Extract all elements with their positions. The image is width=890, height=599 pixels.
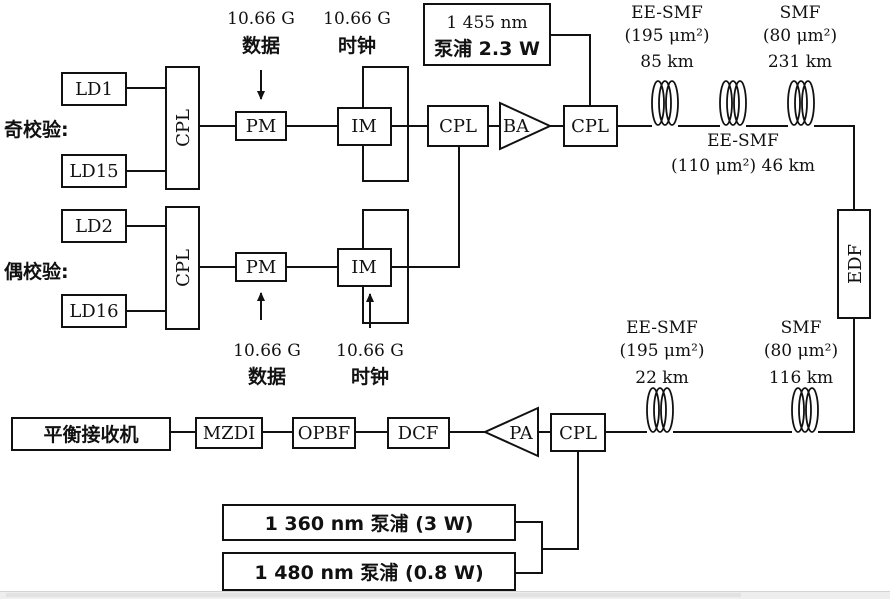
booster-label: BA (503, 116, 530, 137)
receiver-coupler: CPL (550, 413, 606, 452)
opbf-label: OPBF (298, 423, 351, 444)
odd-parity-label: 奇校验: (4, 118, 69, 141)
laser-ld1: LD1 (61, 72, 127, 106)
receiver-label: 平衡接收机 (43, 423, 138, 446)
pump-coupler: CPL (563, 105, 618, 147)
odd-phase-modulator: PM (235, 111, 287, 141)
laser-ld2-label: LD2 (75, 216, 113, 237)
span1-fiber1-name: EE-SMF (631, 3, 703, 23)
odd-coupler-label: CPL (173, 109, 194, 147)
mzdi-box: MZDI (195, 417, 263, 449)
odd-clock-rate: 10.66 G (323, 9, 391, 29)
span2-fiber2-length: 116 km (769, 368, 833, 388)
span2-fiber1-area: (195 μm²) (619, 341, 704, 361)
even-im-label: IM (351, 257, 377, 278)
dcf-box: DCF (387, 417, 450, 449)
receiver-chain: 平衡接收机 MZDI OPBF DCF PA CPL (11, 406, 606, 458)
even-clock-label: 时钟 (351, 365, 389, 388)
dcf-label: DCF (398, 423, 439, 444)
span2-fiber2-name: SMF (781, 318, 822, 338)
odd-data-label: 数据 (242, 34, 280, 57)
laser-ld16-label: LD16 (69, 301, 118, 322)
booster-amplifier: BA (499, 101, 553, 151)
laser-ld15: LD15 (61, 154, 127, 188)
even-clock-rate: 10.66 G (336, 341, 404, 361)
even-parity-group: 偶校验: LD2 LD16 CPL PM IM 10.66 G 数据 10.66… (4, 206, 404, 388)
span1: EE-SMF (195 μm²) 85 km SMF (80 μm²) 231 … (624, 3, 837, 176)
fiber-coil-icon (646, 387, 674, 433)
edf-box: EDF (837, 209, 871, 319)
odd-data-rate: 10.66 G (227, 9, 295, 29)
fiber-coil-icon (719, 80, 747, 126)
span2-fiber2-area: (80 μm²) (764, 341, 838, 361)
fiber-coil-icon (651, 80, 679, 126)
even-intensity-modulator: IM (337, 248, 392, 287)
even-data-label: 数据 (248, 365, 286, 388)
scrollbar-thumb[interactable] (6, 593, 741, 597)
span2-fiber1-length: 22 km (635, 368, 688, 388)
pump1-box: 1 455 nm 泵浦 2.3 W (423, 3, 551, 66)
span1-fiber1-area: (195 μm²) (624, 26, 709, 46)
connection-lines (126, 34, 855, 574)
laser-ld15-label: LD15 (69, 161, 118, 182)
odd-im-label: IM (351, 116, 377, 137)
even-phase-modulator: PM (235, 252, 287, 282)
even-pm-label: PM (246, 257, 277, 278)
balanced-receiver: 平衡接收机 (11, 417, 171, 451)
span1-fiber1-length: 85 km (640, 52, 693, 72)
even-coupler: CPL (165, 206, 200, 330)
odd-coupler: CPL (165, 66, 200, 190)
span2-fiber1-name: EE-SMF (626, 318, 698, 338)
edf-label: EDF (845, 244, 866, 284)
even-data-rate: 10.66 G (233, 341, 301, 361)
fiber-coil-icon (791, 387, 819, 433)
horizontal-scrollbar[interactable] (0, 591, 890, 599)
combiner-coupler: CPL (427, 105, 489, 147)
odd-intensity-modulator: IM (337, 107, 392, 146)
pump2-label: 1 360 nm 泵浦 (3 W) (265, 512, 474, 535)
span1-fiber3-area-length: (110 μm²) 46 km (671, 156, 815, 176)
pump2-box: 1 360 nm 泵浦 (3 W) (222, 504, 516, 541)
pump-coupler-label: CPL (571, 116, 609, 137)
span1-fiber2-name: SMF (780, 3, 821, 23)
laser-ld1-label: LD1 (75, 79, 113, 100)
pump1-wavelength: 1 455 nm (446, 13, 527, 33)
preamplifier: PA (482, 406, 539, 458)
opbf-box: OPBF (292, 417, 356, 449)
even-coupler-label: CPL (173, 249, 194, 287)
preamp-label: PA (509, 423, 533, 444)
odd-parity-group: 奇校验: LD1 LD15 CPL PM IM 10.66 G 数据 10.66… (4, 9, 392, 190)
span1-fiber3-name: EE-SMF (707, 131, 779, 151)
laser-ld16: LD16 (61, 294, 127, 328)
pump1-power: 泵浦 2.3 W (434, 37, 540, 60)
odd-pm-label: PM (246, 116, 277, 137)
drive-arrows (257, 70, 374, 328)
span1-fiber2-length: 231 km (768, 52, 832, 72)
span1-fiber2-area: (80 μm²) (763, 26, 837, 46)
even-parity-label: 偶校验: (4, 260, 69, 283)
combiner-label: CPL (439, 116, 477, 137)
receiver-coupler-label: CPL (559, 423, 597, 444)
odd-clock-label: 时钟 (338, 34, 376, 57)
pump3-box: 1 480 nm 泵浦 (0.8 W) (222, 552, 516, 591)
span2: EE-SMF (195 μm²) 22 km SMF (80 μm²) 116 … (619, 318, 838, 433)
pump3-label: 1 480 nm 泵浦 (0.8 W) (254, 561, 483, 584)
mzdi-label: MZDI (203, 423, 255, 444)
laser-ld2: LD2 (61, 209, 127, 243)
fiber-coil-icon (787, 80, 815, 126)
